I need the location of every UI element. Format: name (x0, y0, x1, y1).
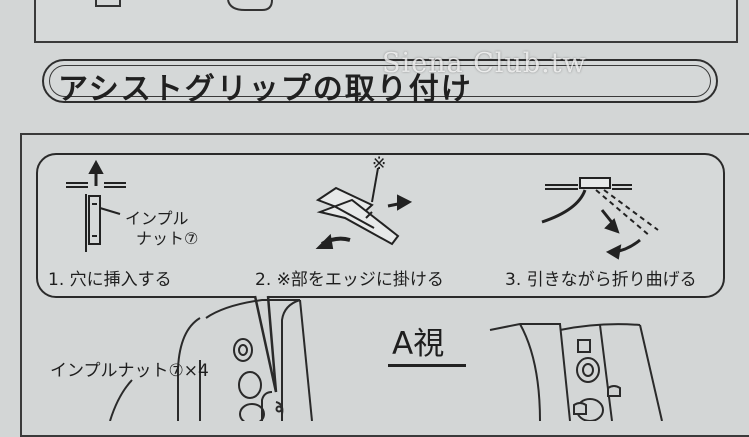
body-structure-view-a (109, 299, 663, 421)
title-banner (42, 59, 718, 103)
top-part-icons (95, 0, 273, 11)
callout-pointer (253, 295, 278, 393)
implnut-count-label: インプルナット⑦×4 (50, 361, 209, 381)
step2-hook-icon (315, 167, 413, 249)
step1-insert-icon (66, 159, 126, 252)
step1-label: 1. 穴に挿入する (48, 270, 172, 290)
watermark: Siena Club.tw (382, 48, 587, 79)
reference-mark: ※ (372, 154, 387, 174)
view-a-label: A視 (392, 326, 445, 362)
step3-label: 3. 引きながら折り曲げる (505, 270, 697, 290)
implnut-callout-line2: ナット⑦ (136, 229, 199, 248)
step3-bend-icon (541, 177, 659, 260)
section-title: アシストグリップの取り付け (58, 72, 473, 107)
implnut-callout-line1: インプル (125, 209, 189, 228)
upper-section-panel (34, 0, 738, 43)
illustration-layer (66, 0, 663, 421)
view-a-underline (388, 364, 466, 367)
step2-label: 2. ※部をエッジに掛ける (255, 270, 444, 290)
